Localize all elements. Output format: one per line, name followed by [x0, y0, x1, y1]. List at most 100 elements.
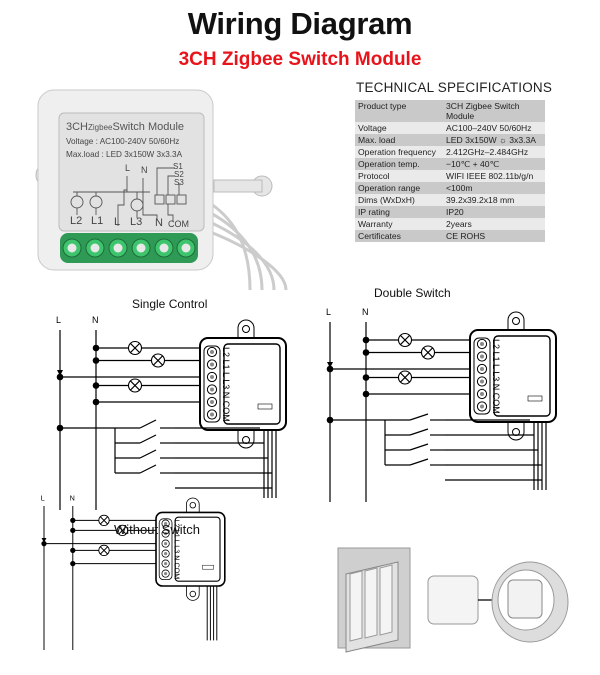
- module-face: [493, 335, 551, 417]
- terminal-screw-head: [90, 243, 100, 253]
- terminal-block: [62, 238, 196, 258]
- rocker-button: [364, 567, 378, 639]
- module-buttons: [527, 395, 543, 402]
- terminal-screw: [210, 350, 214, 354]
- wire: [100, 516, 108, 525]
- rocker-button: [379, 564, 393, 636]
- arrow-marker: [41, 538, 47, 543]
- neutral-label-n: N: [70, 493, 75, 502]
- wire: [409, 443, 429, 451]
- junction-dot: [70, 527, 76, 534]
- terminal-screw-head: [136, 243, 146, 253]
- junction-dot: [70, 560, 76, 567]
- line-label-l: L: [41, 493, 45, 502]
- module-in-box: [507, 579, 543, 619]
- wire: [130, 343, 140, 353]
- terminal-screw: [164, 562, 168, 566]
- single-control-diagram: L N L2 L1 L L3 N COM: [56, 315, 287, 510]
- terminal-screw: [164, 532, 168, 536]
- module-name-zigbee: Zigbee: [88, 123, 113, 132]
- terminal-screw: [210, 375, 214, 379]
- spec-value: CE ROHS: [446, 231, 486, 241]
- spec-value: IP20: [446, 207, 464, 217]
- line-label-l: L: [326, 307, 331, 317]
- module-s2: S2: [174, 170, 184, 179]
- neutral-label-n: N: [362, 307, 369, 317]
- terminal-screw: [164, 542, 168, 546]
- junction-dot: [56, 424, 64, 432]
- terminal-screw: [210, 412, 214, 417]
- spec-value: 2years: [446, 219, 472, 229]
- terminal-screw: [164, 572, 168, 576]
- spec-label: Certificates: [358, 231, 401, 241]
- wire: [409, 458, 429, 466]
- module-face: [223, 343, 281, 425]
- module-schematic: [70, 167, 187, 226]
- module-term-n: N: [155, 217, 163, 229]
- wire: [400, 372, 410, 383]
- module-term-l2: L2: [70, 215, 83, 227]
- page-subtitle: 3CH Zigbee Switch Module: [178, 49, 422, 70]
- terminal-screw: [480, 367, 484, 371]
- double-switch-diagram: L N L2 L1 L L3 N COM: [326, 307, 557, 502]
- module-terminal-labels: L2 L1 L L3 N COM: [491, 339, 501, 414]
- without-switch-title: Without Switch: [114, 522, 200, 537]
- terminal-screw: [210, 362, 214, 367]
- spec-row: Protocol WIFI IEEE 802.11b/g/n: [355, 170, 545, 182]
- wire: [100, 546, 108, 555]
- spec-row: Product type 3CH Zigbee Switch Module: [355, 100, 545, 122]
- wire: [409, 413, 429, 421]
- module-s3: S3: [174, 178, 184, 187]
- spec-value: 39.2x39.2x18 mm: [446, 195, 515, 205]
- terminal-screw-head: [113, 243, 123, 253]
- terminal-screw-head: [67, 243, 77, 253]
- spec-label: Voltage: [358, 123, 387, 133]
- spec-value: 2.412GHz–2.484GHz: [446, 147, 529, 157]
- module-term-l: L: [114, 216, 121, 228]
- module-icon: [427, 575, 479, 625]
- module-maxload: Max.load : LED 3x150W 3x3.3A: [66, 150, 183, 159]
- wire: [139, 434, 157, 444]
- spec-label: Operation temp.: [358, 159, 420, 169]
- page-title: Wiring Diagram: [187, 6, 413, 41]
- wire: [139, 419, 157, 429]
- wire: [139, 464, 157, 474]
- spec-label: Product type: [358, 101, 407, 111]
- wire: [400, 335, 410, 345]
- spec-label: Dims (WxDxH): [358, 195, 415, 205]
- spec-value: WIFI IEEE 802.11b/g/n: [446, 171, 534, 181]
- installation-illustration: [337, 547, 569, 653]
- terminal-screw-head: [159, 243, 169, 253]
- module-s1: S1: [173, 162, 183, 171]
- module-name: 3CHZigbeeSwitch Module: [66, 121, 184, 133]
- wire: [139, 449, 157, 459]
- spec-value: 3CH Zigbee Switch Module: [446, 101, 520, 121]
- module-buttons: [202, 564, 214, 570]
- wire: [118, 526, 127, 535]
- line-label-l: L: [56, 315, 61, 325]
- module-name-3ch: 3CH: [66, 121, 89, 133]
- wire: [130, 380, 140, 391]
- spec-label: Protocol: [358, 171, 390, 181]
- spec-value: <100m: [446, 183, 473, 193]
- mounting-hole: [242, 325, 250, 333]
- terminal-screw: [480, 379, 484, 384]
- spec-row: IP rating IP20: [355, 206, 545, 218]
- module-terminal-labels: L2 L1 L L3 N COM: [221, 347, 231, 422]
- module-term-l3: L3: [130, 216, 143, 228]
- terminal-screw: [480, 392, 484, 396]
- junction-dot: [326, 416, 334, 424]
- spec-heading: TECHNICAL SPECIFICATIONS: [356, 80, 553, 95]
- spec-label: IP rating: [358, 207, 390, 217]
- terminal-screw: [164, 552, 168, 556]
- module-top-n: N: [141, 165, 148, 175]
- terminal-screw-head: [181, 243, 191, 253]
- spec-value: −10℃ + 40℃: [446, 159, 500, 169]
- double-switch-title: Double Switch: [374, 286, 451, 300]
- single-control-title: Single Control: [132, 297, 208, 311]
